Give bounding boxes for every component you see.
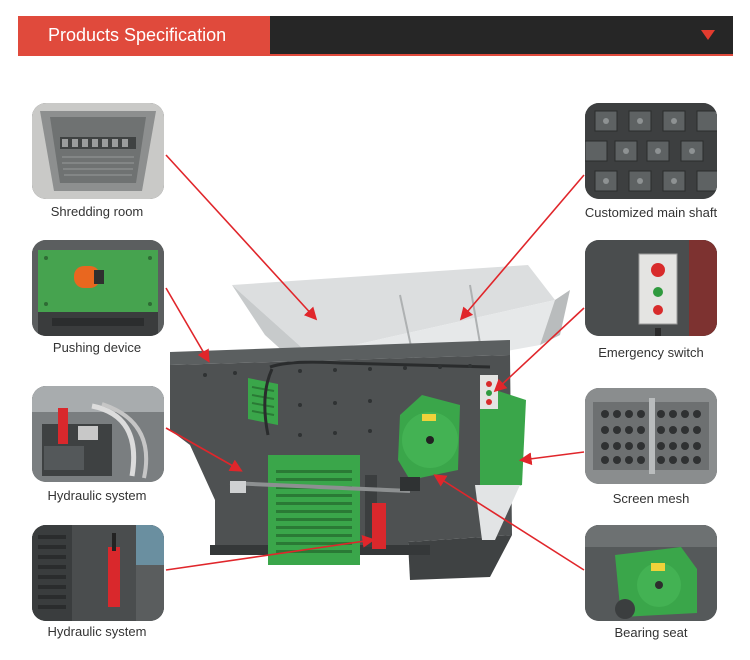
header-title-tab: Products Specification xyxy=(18,16,270,54)
pushing-device-photo xyxy=(32,240,164,336)
header-underline xyxy=(18,54,733,56)
callout-label: Bearing seat xyxy=(614,625,688,640)
screen-mesh-photo xyxy=(585,388,717,484)
callout-label: Customized main shaft xyxy=(584,205,718,220)
callout-label: Emergency switch xyxy=(598,345,704,360)
section-header: Products Specification xyxy=(18,16,733,54)
hydraulic-system-photo-2 xyxy=(32,525,164,621)
shredder-machine xyxy=(160,255,570,590)
triangle-down-icon[interactable] xyxy=(701,30,715,40)
page-title: Products Specification xyxy=(48,25,227,45)
hydraulic-system-photo-1 xyxy=(32,386,164,482)
callout-label: Shredding room xyxy=(50,204,144,219)
main-shaft-photo xyxy=(585,103,717,199)
callout-label: Hydraulic system xyxy=(47,624,147,639)
shredding-room-photo xyxy=(32,103,164,199)
bearing-seat-photo xyxy=(585,525,717,621)
callout-label: Hydraulic system xyxy=(47,488,147,503)
callout-label: Screen mesh xyxy=(612,491,690,506)
callout-label: Pushing device xyxy=(52,340,142,355)
emergency-switch-photo xyxy=(585,240,717,336)
